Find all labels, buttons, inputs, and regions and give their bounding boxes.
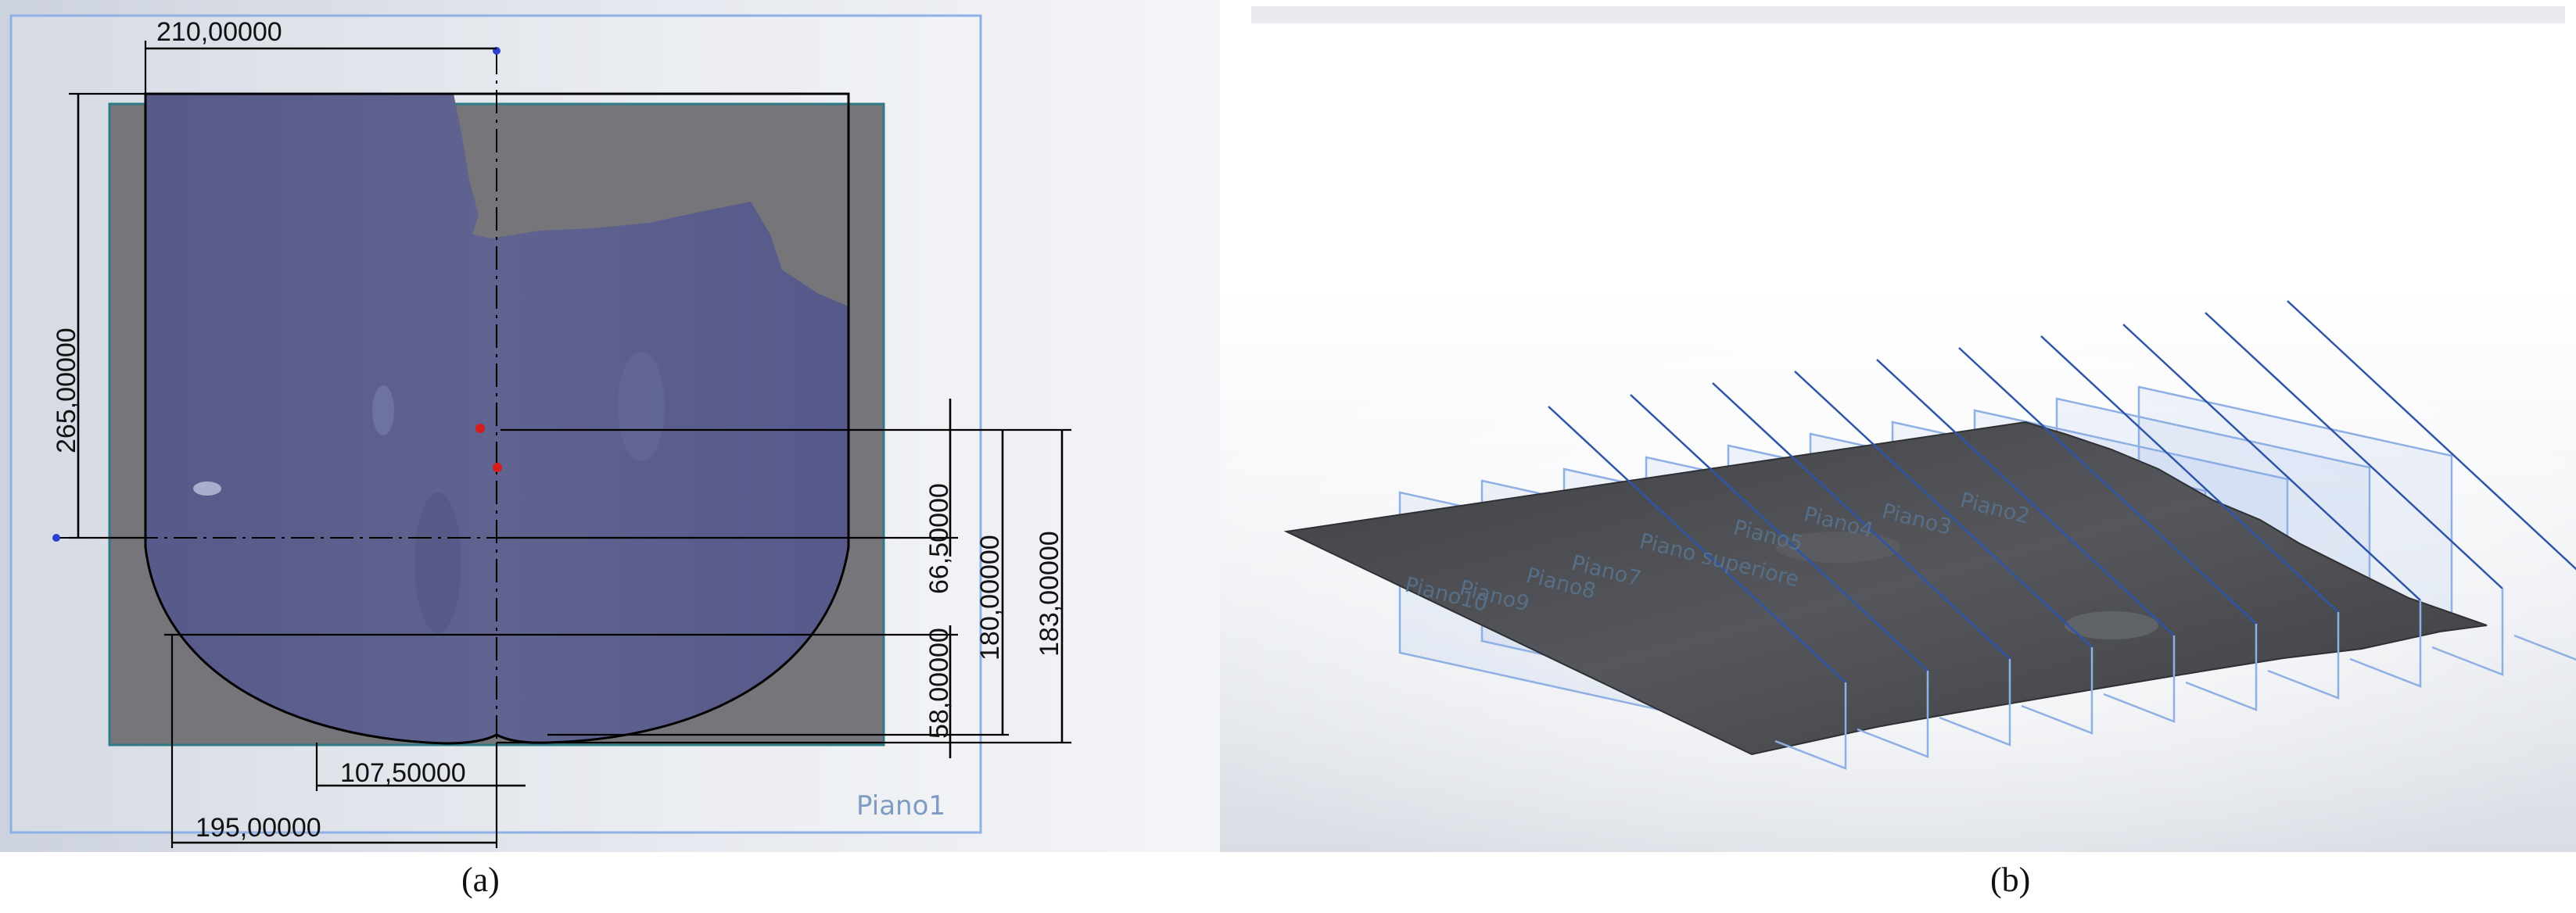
section-plane-front-edge bbox=[2021, 647, 2093, 735]
dim-183-label: 183,00000 bbox=[1035, 531, 1064, 657]
origin-point bbox=[493, 463, 502, 472]
plane-surface-intersection bbox=[1630, 394, 1928, 671]
panel-b-top-bar bbox=[1251, 6, 2565, 23]
centerline-endpoint bbox=[52, 534, 60, 542]
dim-195-label: 195,00000 bbox=[196, 813, 321, 843]
plane-surface-intersection bbox=[1712, 382, 2011, 660]
texture-shadow bbox=[414, 492, 461, 633]
plane-surface-intersection bbox=[2040, 335, 2339, 613]
section-plane-front-edge bbox=[2103, 636, 2176, 723]
section-plane-front-edge bbox=[2349, 600, 2422, 688]
dim-265-label: 265,00000 bbox=[52, 328, 81, 453]
surface-highlight bbox=[1775, 532, 1900, 563]
surface-highlight bbox=[2065, 611, 2158, 639]
caption-a: (a) bbox=[461, 861, 500, 899]
dim-180-label: 180,00000 bbox=[975, 535, 1005, 661]
section-plane-front-edge bbox=[2431, 589, 2504, 676]
plane-surface-intersection bbox=[1958, 347, 2257, 625]
section-plane-front-edge bbox=[1939, 659, 2011, 747]
caption-b: (b) bbox=[1990, 861, 2030, 899]
plane-surface-intersection bbox=[2287, 300, 2576, 571]
plane-surface-intersection bbox=[1876, 359, 2175, 636]
panel-a: 210,00000 265,00000 66,50000 180,00000 1… bbox=[0, 0, 1220, 852]
texture-highlight bbox=[193, 482, 221, 496]
dim-58-label: 58,00000 bbox=[924, 628, 954, 739]
section-plane-front-edge bbox=[2513, 634, 2576, 661]
section-plane-front-edge bbox=[2267, 612, 2340, 700]
plane-surface-intersection bbox=[2205, 312, 2503, 589]
texture-highlight bbox=[372, 385, 394, 435]
panel-b: Piano2 Piano3 Piano4 Piano5 Piano superi… bbox=[1220, 6, 2576, 852]
terrain-surface bbox=[1283, 421, 2488, 756]
plane-surface-intersection bbox=[2122, 324, 2421, 601]
texture-highlight bbox=[618, 352, 665, 461]
plane-label-piano1: Piano1 bbox=[856, 790, 945, 822]
section-plane-front-edge bbox=[2185, 624, 2258, 711]
planes-front bbox=[1548, 300, 2576, 770]
section-plane-front-edge bbox=[1774, 682, 1847, 770]
origin-point bbox=[475, 424, 485, 433]
section-plane-front-edge bbox=[1857, 671, 1929, 758]
dim-66-label: 66,50000 bbox=[924, 483, 954, 594]
plane-surface-intersection bbox=[1794, 371, 2093, 648]
dim-210-label: 210,00000 bbox=[156, 17, 282, 47]
plane-surface-intersection bbox=[1548, 406, 1846, 683]
dim-107-label: 107,50000 bbox=[340, 758, 466, 788]
